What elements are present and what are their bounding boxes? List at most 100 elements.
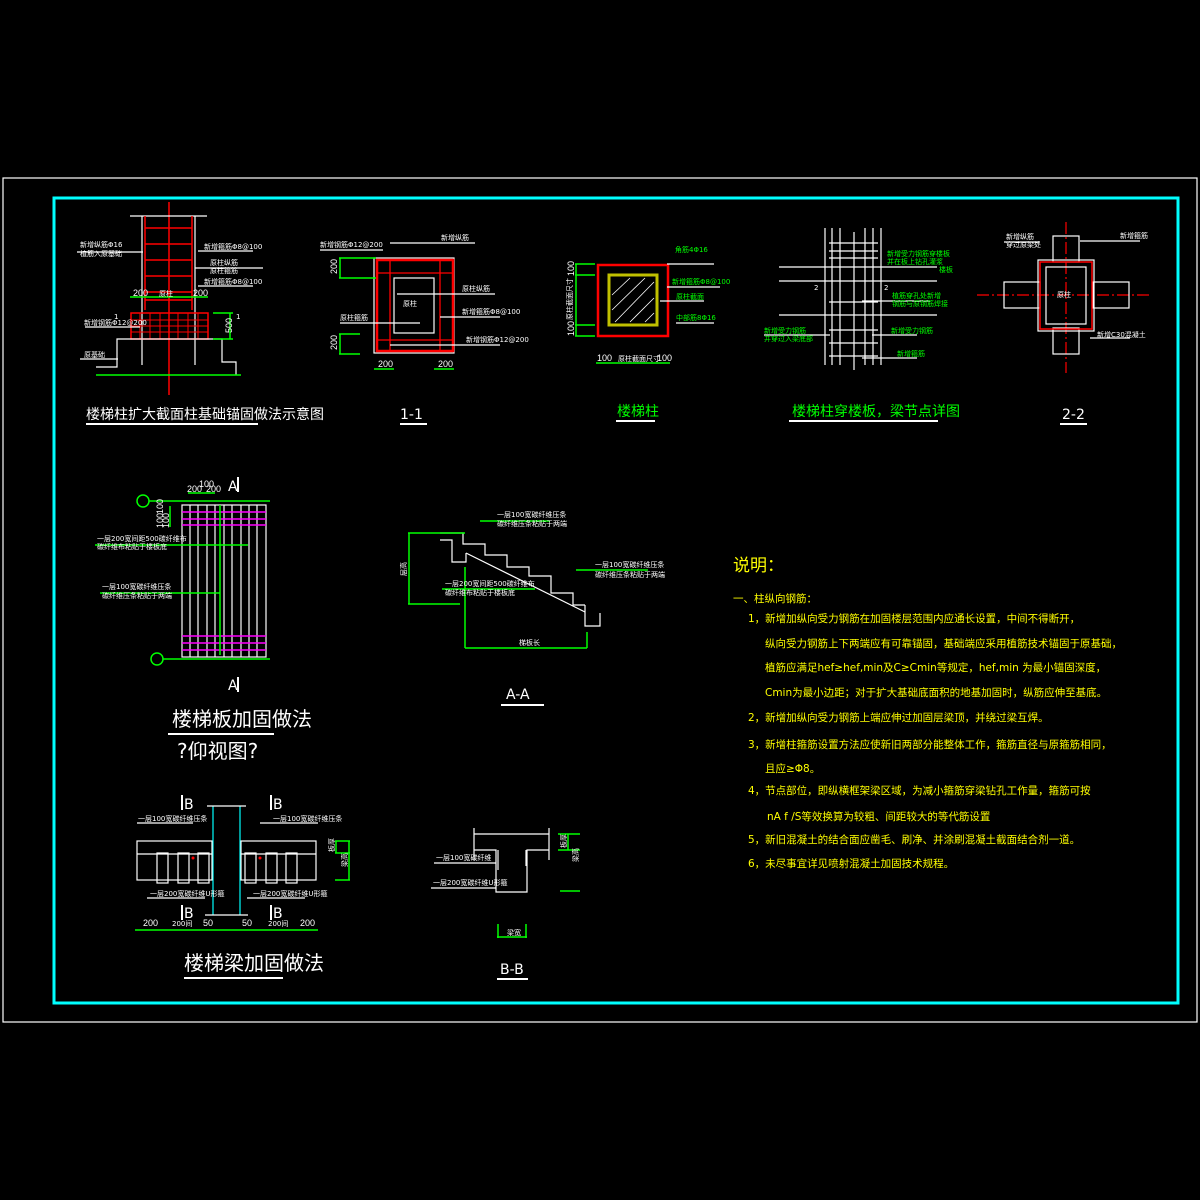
section-mark: A [228, 479, 238, 495]
section-mark: B [184, 906, 194, 922]
dimension: 200 [133, 288, 148, 298]
label: 钢筋与原钢筋焊接 [892, 299, 948, 308]
label: 植筋穿孔处新增 [892, 291, 941, 300]
label: 一层200宽碳纤维U形箍 [433, 878, 507, 887]
label: 原柱截面 [676, 292, 704, 301]
label: 并在板上钻孔灌浆 [887, 257, 943, 266]
label: 一层100宽碳纤维 [436, 853, 491, 862]
label: 一层200宽碳纤维U形箍 [150, 889, 224, 898]
label: 一层100宽碳纤维压条 [595, 560, 664, 569]
view-title: 楼梯柱扩大截面柱基础锚固做法示意图 [86, 406, 324, 423]
label: 新增箍筋Φ8@100 [204, 242, 262, 251]
label: 原柱 [1057, 290, 1071, 299]
cut-mark: 1 [236, 313, 240, 321]
label: 新增钢筋Φ12@200 [84, 318, 147, 327]
label: 碳纤维压条粘贴于两端 [102, 591, 172, 600]
label: 碳纤维布粘贴于楼板底 [97, 542, 167, 551]
view-title: 楼梯柱穿楼板，梁节点详图 [792, 404, 960, 420]
label: 楼板 [939, 265, 953, 274]
dimension: 100 [597, 353, 612, 363]
slab-view: 一层200宽间距500碳纤维布 碳纤维布粘贴于楼板底 一层100宽碳纤维压条 碳… [95, 477, 312, 763]
dimension: 200 [187, 484, 202, 494]
label: 一层100宽碳纤维压条 [497, 510, 566, 519]
dimension: 200间 [268, 920, 288, 928]
view-title: 1-1 [400, 407, 423, 423]
label: 新增箍筋Φ8@100 [204, 277, 262, 286]
label: 新增受力钢筋穿楼板 [887, 249, 950, 258]
notes-block: 说明： 一、柱纵向钢筋： 1，新增加纵向受力钢筋在加固楼层范围内应通长设置，中间… [733, 556, 1122, 870]
section-mark: B [273, 797, 283, 813]
dimension: 梁高 [571, 848, 580, 862]
dimension: 50 [242, 918, 252, 928]
section-mark: B [273, 906, 283, 922]
label: 一层100宽碳纤维压条 [273, 814, 342, 823]
label: 角筋4Φ16 [675, 245, 708, 254]
label: 一层200宽碳纤维U形箍 [253, 889, 327, 898]
note-line: 6，未尽事宜详见喷射混凝土加固技术规程。 [748, 857, 954, 870]
dimension: 200 [206, 484, 221, 494]
section-b-b: 一层100宽碳纤维 一层200宽碳纤维U形箍 梁宽 板厚 梁高 B-B [431, 828, 580, 980]
dimension: 100 [566, 321, 576, 336]
label: 原柱箍筋 [340, 313, 368, 322]
dimension: 板厚 [327, 838, 336, 852]
notes-section: 一、柱纵向钢筋： [733, 592, 817, 605]
dimension: 200 [329, 335, 339, 350]
label: 新增受力钢筋 [891, 326, 933, 335]
label: 新增纵筋 [1006, 232, 1034, 241]
label: 穿过原梁处 [1006, 240, 1041, 249]
label: 新增箍筋 [897, 349, 925, 358]
view-title: B-B [500, 962, 524, 978]
dimension: 层高 [399, 562, 408, 576]
dimension: 100 [161, 513, 171, 528]
joint-detail-view: 新增受力钢筋穿楼板 并在板上钻孔灌浆 楼板 植筋穿孔处新增 钢筋与原钢筋焊接 新… [764, 228, 960, 422]
dimension: 50 [203, 918, 213, 928]
label: 中部筋8Φ16 [676, 313, 716, 322]
label: 原柱 [403, 299, 417, 308]
dimension: 200 [438, 359, 453, 369]
label: 一层100宽碳纤维压条 [138, 814, 207, 823]
label: 并穿过入梁底部 [764, 334, 813, 343]
outer-frame [2, 177, 1198, 1023]
dimension: 板厚 [559, 834, 568, 848]
label: 新增箍筋Φ8@100 [672, 277, 730, 286]
note-line: 5，新旧混凝土的结合面应凿毛、刷净、并涂刷混凝土截面结合剂一道。 [748, 833, 1080, 846]
view-title: 楼梯板加固做法 [172, 707, 312, 731]
label: 原柱截面尺寸 [565, 278, 574, 320]
cut-mark: 1 [114, 313, 118, 321]
label: 原柱纵筋 [210, 258, 238, 267]
label: 一层100宽碳纤维压条 [102, 582, 171, 591]
section-mark: A [228, 678, 238, 694]
label: 原柱纵筋 [462, 284, 490, 293]
inner-frame [52, 196, 1180, 1005]
note-line: 4，节点部位，即纵横框架梁区域，为减小箍筋穿梁钻孔工作量，箍筋可按 [748, 784, 1091, 797]
label: 新增箍筋Φ8@100 [462, 307, 520, 316]
label: 原柱箍筋 [210, 266, 238, 275]
section-a-a: 一层100宽碳纤维压条 碳纤维压条粘贴于两端 一层200宽间距500碳纤维布 碳… [399, 510, 665, 706]
dimension: 200 [143, 918, 158, 928]
cut-mark: 2 [814, 284, 818, 292]
label: 新增纵筋Φ16 [80, 240, 123, 249]
dimension: 100 [155, 513, 165, 528]
dimension: 200 [300, 918, 315, 928]
dimension: 100 [566, 261, 576, 276]
label: 新增受力钢筋 [764, 326, 806, 335]
view-title: 楼梯柱 [617, 404, 659, 420]
dimension: 100 [155, 499, 165, 514]
label: 一层200宽间距500碳纤维布 [445, 579, 535, 588]
beam-view: 一层100宽碳纤维压条 一层100宽碳纤维压条 一层200宽碳纤维U形箍 一层2… [135, 795, 350, 979]
section-2-2: 原柱 新增纵筋 穿过原梁处 新增箍筋 新增C30混凝土 2-2 [977, 222, 1150, 425]
label: 新增纵筋 [441, 233, 469, 242]
view-title: 楼梯梁加固做法 [184, 951, 324, 975]
dimension: 梁高 [340, 853, 349, 867]
view-title: 2-2 [1062, 407, 1085, 423]
note-line: 纵向受力钢筋上下两端应有可靠锚固，基础端应采用植筋技术锚固于原基础， [765, 637, 1122, 650]
dimension: 梯板长 [519, 638, 540, 647]
label: 新增箍筋 [1120, 231, 1148, 240]
dimension: 100 [199, 479, 214, 489]
dimension: 梁宽 [507, 928, 521, 937]
label: 原基础 [84, 350, 105, 359]
label: 碳纤维压条粘贴于两端 [497, 519, 567, 528]
note-line: 1，新增加纵向受力钢筋在加固楼层范围内应通长设置，中间不得断开， [748, 612, 1080, 625]
foundation-view: 新增纵筋Φ16 植筋入原基础 新增箍筋Φ8@100 原柱纵筋 原柱箍筋 新增箍筋… [77, 202, 324, 425]
